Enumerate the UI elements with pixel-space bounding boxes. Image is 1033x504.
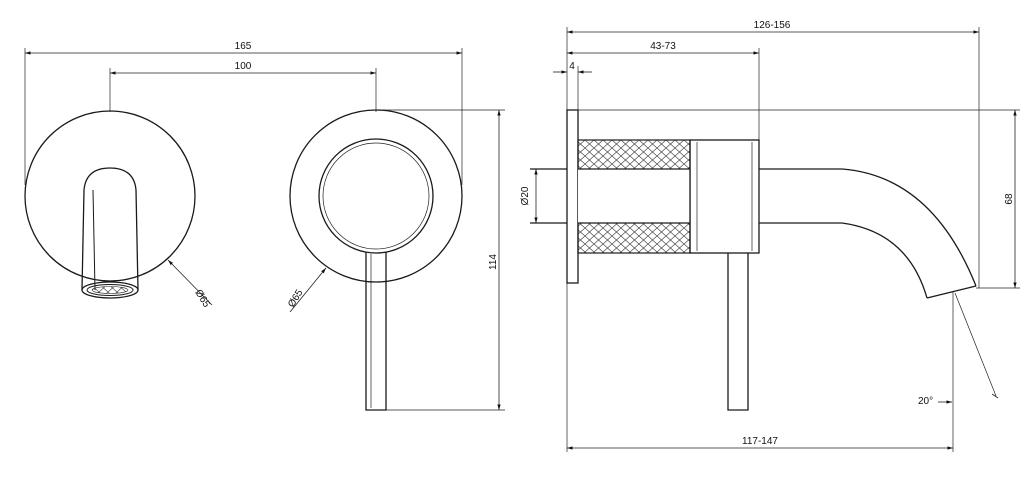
- side-wall-plate: [566, 109, 579, 284]
- wall-depth-label: 43-73: [650, 41, 676, 52]
- front-view: 165 100 Ø65: [24, 41, 505, 411]
- dimension-spout-reach: 117-147: [566, 283, 953, 452]
- dimension-mixer-plate-diameter: Ø65: [286, 267, 327, 313]
- mixer-wall-plate: [289, 109, 463, 411]
- side-view: 126-156 43-73 4: [520, 20, 1020, 452]
- dimension-spout-angle: 20°: [918, 292, 999, 452]
- dimension-pipe-diameter: Ø20: [520, 169, 538, 223]
- dimension-plate-thickness: 4: [553, 61, 592, 112]
- spout: [759, 168, 977, 299]
- dimension-wall-depth: 43-73: [567, 41, 760, 140]
- spout-angle-label: 20°: [918, 396, 933, 407]
- dimension-projection-total: 126-156: [566, 20, 980, 288]
- knurled-body: [577, 139, 691, 254]
- plate-thickness-label: 4: [569, 61, 575, 72]
- overall-width-label: 165: [235, 41, 252, 52]
- dimension-overall-width: 165: [24, 41, 463, 185]
- spout-reach-label: 117-147: [742, 436, 778, 447]
- dimension-total-height: 114: [376, 109, 505, 411]
- dimension-spout-height: 68: [578, 109, 1020, 289]
- side-lever: [727, 253, 749, 411]
- mixer-plate-diameter-label: Ø65: [286, 287, 306, 309]
- spout-wall-plate: [24, 110, 196, 299]
- total-height-label: 114: [488, 254, 499, 270]
- projection-total-label: 126-156: [754, 20, 791, 31]
- dimension-center-distance: 100: [109, 61, 377, 112]
- spout-height-label: 68: [1004, 193, 1015, 205]
- dimension-spout-plate-diameter: Ø65: [167, 259, 213, 310]
- spout-plate-diameter-label: Ø65: [192, 288, 212, 310]
- pipe-diameter-label: Ø20: [520, 186, 531, 205]
- center-distance-label: 100: [235, 61, 252, 72]
- collar: [689, 139, 760, 254]
